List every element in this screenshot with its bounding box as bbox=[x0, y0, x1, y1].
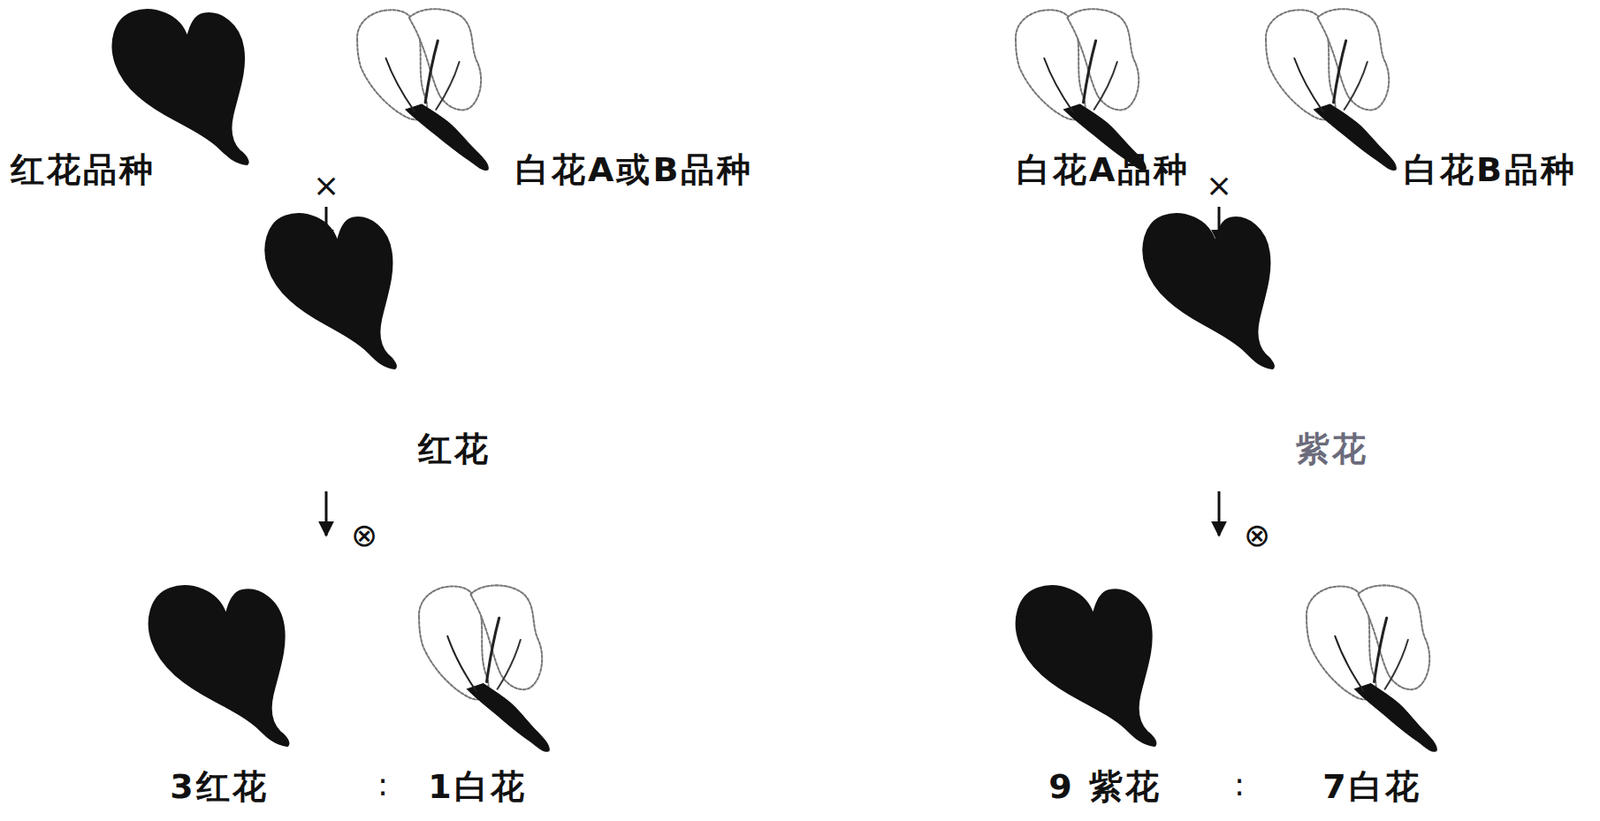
flower-part bbox=[466, 684, 549, 753]
phenotype-label: 9 紫花 bbox=[1048, 769, 1162, 807]
flower-drawing bbox=[408, 581, 551, 755]
phenotype-label: 白花B品种 bbox=[1403, 152, 1578, 190]
phenotype-label: 红花 bbox=[418, 431, 491, 469]
flower-part bbox=[1313, 104, 1396, 170]
flower-part bbox=[113, 9, 249, 165]
cross-symbol: ⊗ bbox=[350, 518, 378, 554]
phenotype-label: 红花品种 bbox=[10, 152, 156, 190]
flower-figure: 3红花 bbox=[143, 581, 297, 750]
phenotype-label: 3红花 bbox=[169, 769, 268, 807]
cross-symbol: × bbox=[312, 167, 340, 204]
flower-part bbox=[487, 617, 500, 682]
phenotype-label: 7白花 bbox=[1322, 769, 1421, 807]
flower-part bbox=[1016, 586, 1157, 747]
flower-part bbox=[1344, 61, 1368, 110]
cross-symbol: ⊗ bbox=[1243, 518, 1271, 554]
flower-part bbox=[497, 640, 521, 690]
flower-part bbox=[1083, 40, 1097, 103]
cross-symbol: : bbox=[1234, 767, 1245, 803]
flower-part bbox=[386, 58, 415, 112]
flower-figure: 白花A品种 bbox=[1005, 5, 1148, 174]
flower-part bbox=[425, 40, 438, 103]
self-arrow bbox=[325, 491, 328, 536]
flower-figure: 红花品种 bbox=[106, 5, 256, 168]
flower-part bbox=[1066, 8, 1139, 110]
flower-part bbox=[1334, 636, 1364, 692]
flower-drawing bbox=[1137, 209, 1281, 373]
phenotype-label: 1白花 bbox=[427, 769, 526, 807]
flower-part bbox=[1043, 58, 1073, 112]
flower-drawing bbox=[1295, 581, 1439, 755]
flower-drawing bbox=[259, 209, 404, 373]
flower-figure: 白花B品种 bbox=[1255, 5, 1398, 174]
self-arrow bbox=[1218, 491, 1221, 536]
flower-part bbox=[1294, 58, 1323, 112]
flower-drawing bbox=[346, 5, 490, 174]
cross-symbol: : bbox=[377, 767, 389, 803]
flower-drawing bbox=[1010, 581, 1164, 750]
flower-part bbox=[1354, 684, 1437, 753]
flower-part bbox=[435, 61, 459, 110]
flower-drawing bbox=[1005, 5, 1148, 174]
flower-figure: 红花 bbox=[259, 209, 404, 373]
phenotype-label: 白花A品种 bbox=[1016, 152, 1190, 190]
phenotype-label: 紫花 bbox=[1295, 431, 1369, 469]
flower-part bbox=[149, 586, 290, 747]
cross-symbol: × bbox=[1205, 167, 1233, 204]
flower-part bbox=[470, 585, 542, 690]
flower-figure: 白花A或B品种 bbox=[346, 5, 490, 174]
flower-figure: 紫花 bbox=[1137, 209, 1281, 373]
flower-figure: 1白花 bbox=[408, 581, 551, 755]
flower-figure: 9 紫花 bbox=[1010, 581, 1164, 750]
flower-drawing bbox=[1255, 5, 1398, 174]
flower-part bbox=[409, 8, 481, 110]
flower-part bbox=[1357, 585, 1430, 690]
flower-drawing bbox=[143, 581, 297, 750]
phenotype-label: 白花A或B品种 bbox=[515, 152, 754, 190]
flower-part bbox=[1333, 40, 1347, 103]
flower-part bbox=[265, 213, 397, 369]
flower-part bbox=[1385, 640, 1409, 690]
flower-part bbox=[405, 104, 488, 170]
flower-part bbox=[1374, 617, 1387, 682]
flower-drawing bbox=[106, 5, 256, 168]
flower-figure: 7白花 bbox=[1295, 581, 1439, 755]
flower-part bbox=[447, 636, 476, 692]
flower-part bbox=[1142, 213, 1274, 369]
flower-part bbox=[1094, 61, 1118, 110]
flower-part bbox=[1317, 8, 1389, 110]
